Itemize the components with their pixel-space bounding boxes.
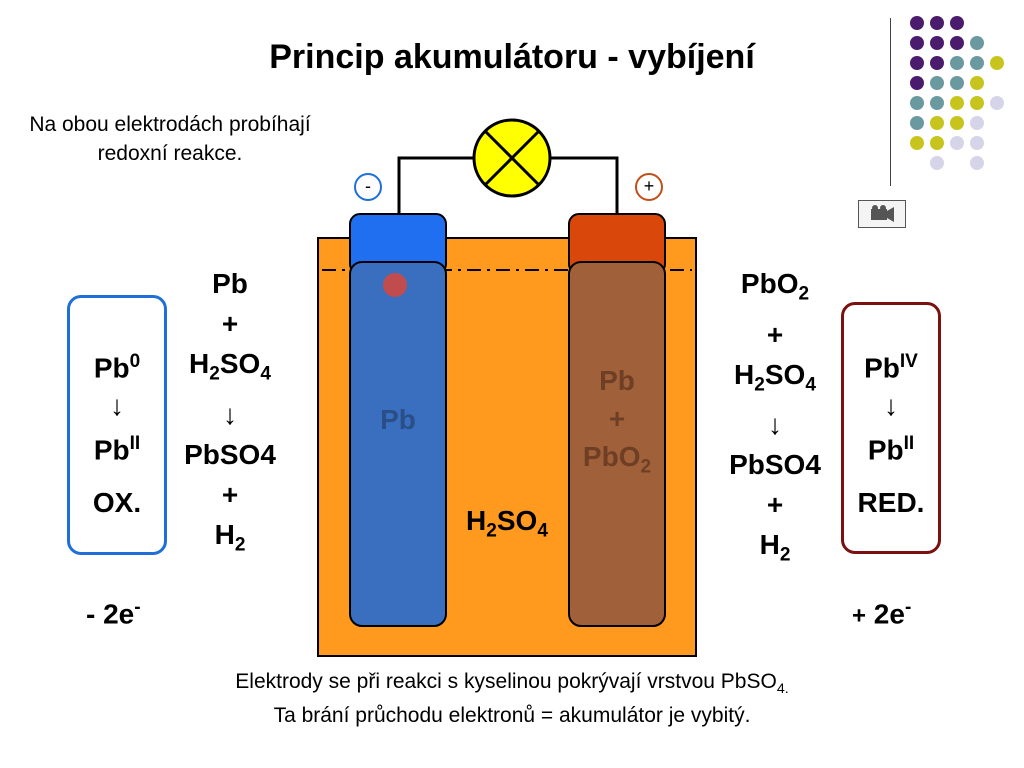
cathode-gas: H2: [759, 529, 791, 566]
electrolyte-label: H2SO4: [466, 505, 548, 542]
dot: [990, 56, 1004, 70]
red-bottom: PbII: [867, 433, 915, 466]
dot: [990, 96, 1004, 110]
dot: [950, 76, 964, 90]
footer-line2: Ta brání průchodu elektronů = akumulátor…: [273, 704, 751, 727]
dot: [950, 16, 964, 30]
oxidation-box: Pb0 ↓ PbII OX.: [67, 295, 167, 555]
red-label: RED.: [857, 486, 925, 518]
ox-bottom: PbII: [93, 433, 141, 466]
cathode-reactant: PbO2: [740, 268, 810, 305]
anode-product: PbSO4: [184, 438, 276, 470]
wire-right: [550, 156, 619, 215]
dot: [970, 36, 984, 50]
dot: [930, 36, 944, 50]
dot: [910, 96, 924, 110]
dot: [910, 116, 924, 130]
ox-label: OX.: [92, 486, 142, 518]
dot: [970, 116, 984, 130]
dot: [970, 96, 984, 110]
red-top: PbIV: [864, 351, 918, 384]
electrons-released: - 2e-: [86, 597, 141, 630]
wire-left: [397, 156, 475, 215]
dot: [950, 56, 964, 70]
reduction-box: PbIV ↓ PbII RED.: [841, 302, 941, 554]
dot: [930, 96, 944, 110]
anode-acid: H2SO4: [189, 348, 271, 385]
cathode-label-line2: +: [608, 403, 626, 434]
light-bulb-icon: [472, 118, 552, 198]
cathode-acid: H2SO4: [734, 358, 816, 396]
dot: [910, 76, 924, 90]
dot: [970, 136, 984, 150]
dot: [910, 56, 924, 70]
electrons-accepted: + 2e-: [852, 597, 912, 630]
dot: [950, 116, 964, 130]
anode-reactant: Pb: [212, 268, 248, 299]
negative-terminal: -: [354, 173, 382, 201]
dot: [910, 16, 924, 30]
dot: [930, 116, 944, 130]
dot: [950, 36, 964, 50]
divider-line: [890, 18, 891, 186]
cathode-product: PbSO4: [729, 449, 821, 481]
dot: [950, 96, 964, 110]
dot: [930, 136, 944, 150]
cathode-label: Pb + PbO2: [569, 362, 665, 487]
cathode-plus: +: [766, 318, 784, 350]
anode-plus: +: [221, 308, 239, 339]
positive-terminal: +: [635, 173, 663, 201]
red-arrow: ↓: [884, 390, 898, 422]
video-camera-button[interactable]: [858, 200, 906, 228]
cathode-electrode: [568, 261, 666, 627]
dot: [950, 136, 964, 150]
dot: [930, 16, 944, 30]
dot: [970, 56, 984, 70]
dot: [930, 76, 944, 90]
dot: [970, 156, 984, 170]
anode-reaction: Pb + H2SO4 ↓ PbSO4 + H2: [170, 264, 290, 565]
anode-gas: H2: [214, 518, 246, 556]
cathode-reaction: PbO2 + H2SO4 ↓ PbSO4 + H2: [715, 264, 835, 576]
video-camera-icon: [871, 205, 894, 222]
anode-electrode: [349, 261, 447, 627]
intro-note: Na obou elektrodách probíhají redoxní re…: [29, 113, 311, 165]
anode-label: Pb: [380, 404, 416, 435]
dot: [910, 36, 924, 50]
cathode-plus2: +: [766, 489, 784, 521]
footer-line1: Elektrody se při reakci s kyselinou pokr…: [235, 670, 789, 698]
ox-arrow: ↓: [110, 390, 124, 422]
ox-top: Pb0: [93, 351, 141, 384]
anode-plus2: +: [221, 478, 239, 510]
dot: [910, 136, 924, 150]
cathode-label-line3: PbO2: [582, 441, 652, 478]
dot: [930, 156, 944, 170]
anode-arrow: ↓: [223, 398, 237, 430]
cathode-arrow: ↓: [768, 409, 782, 441]
dot: [930, 56, 944, 70]
ion-marker: [383, 273, 407, 297]
page-title: Princip akumulátoru - vybíjení: [269, 38, 755, 76]
cathode-label-line1: Pb: [599, 365, 635, 396]
corner-dot-grid: [900, 14, 1010, 170]
dot: [970, 76, 984, 90]
